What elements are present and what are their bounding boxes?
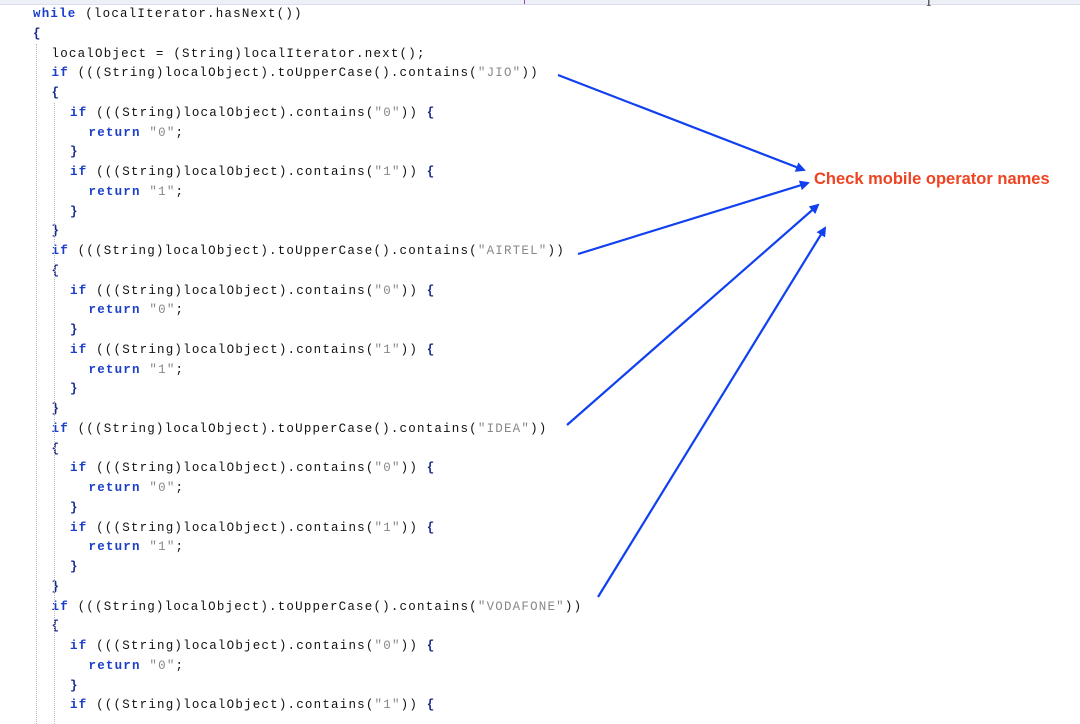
arrow-vodafone: [598, 228, 825, 597]
arrow-idea: [567, 205, 818, 425]
annotation-label: Check mobile operator names: [814, 170, 1050, 189]
arrow-jio: [558, 75, 804, 170]
